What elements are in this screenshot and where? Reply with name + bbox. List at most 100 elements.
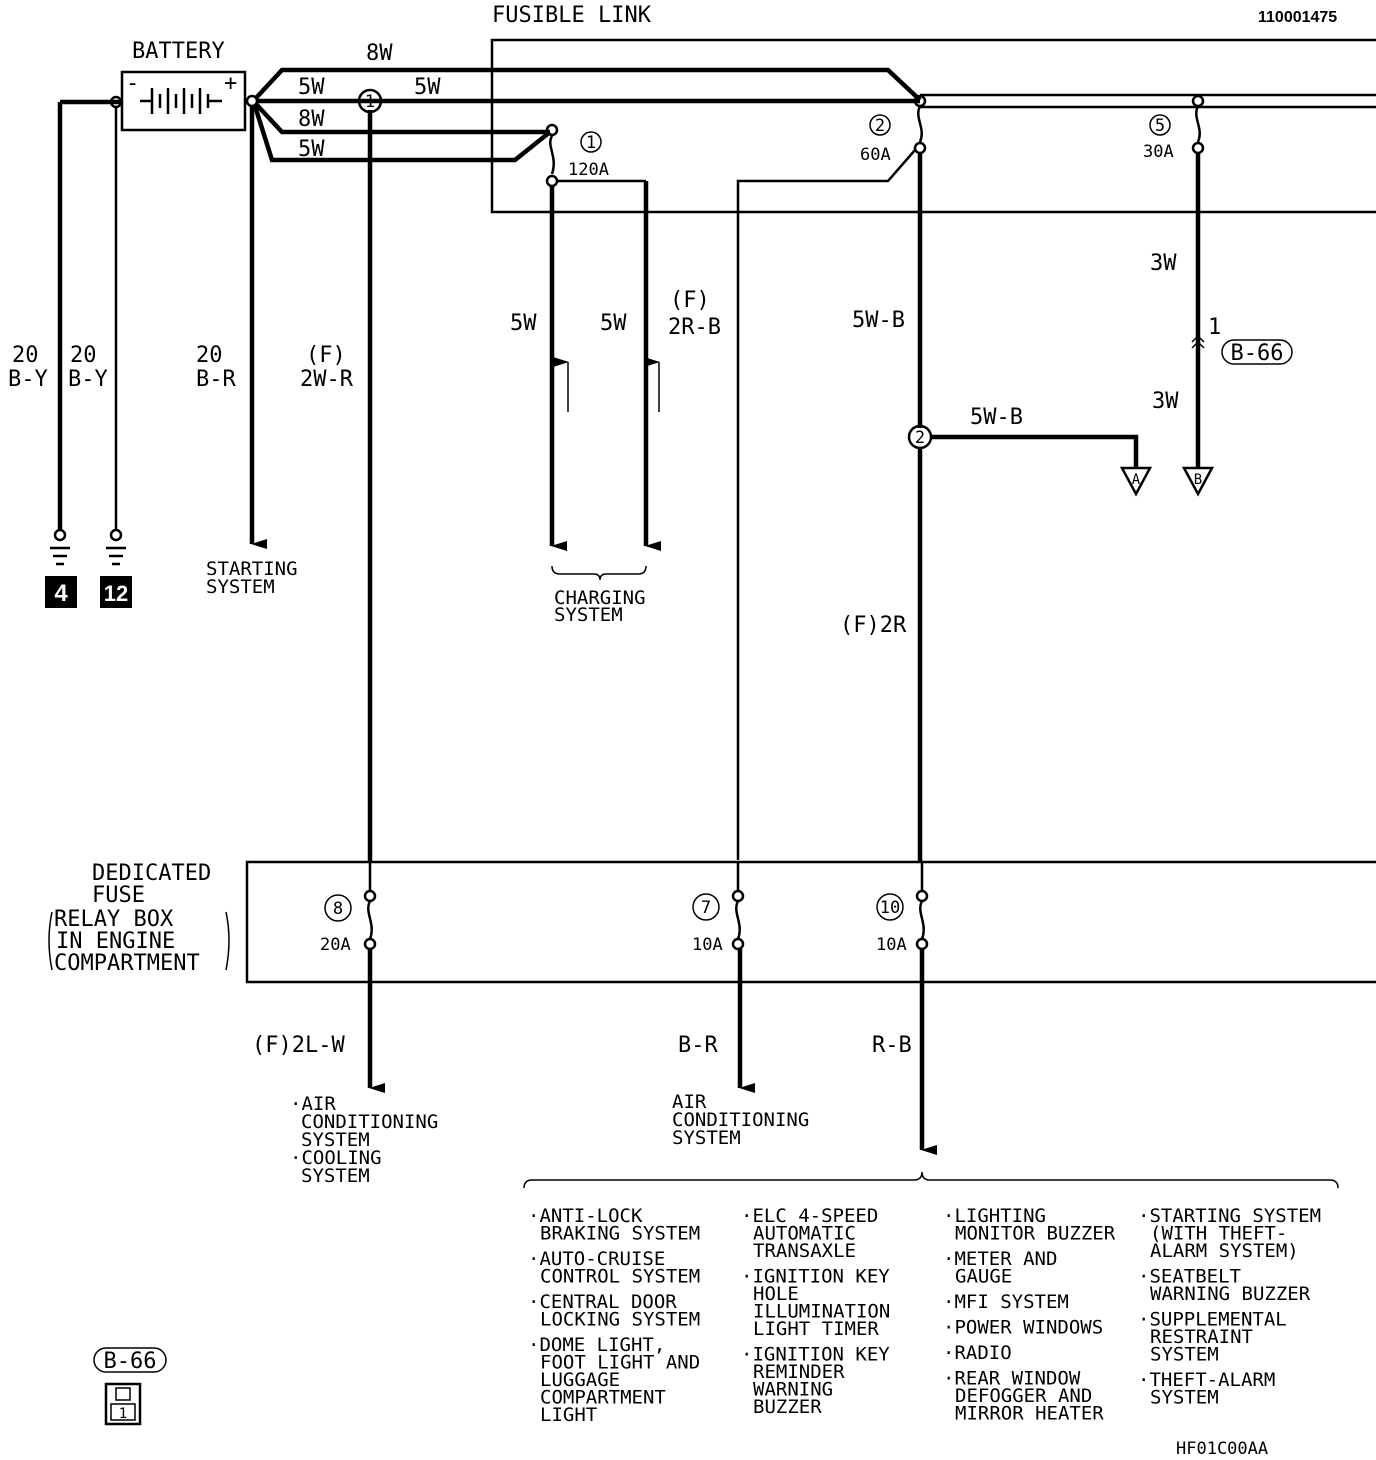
destination-item: REMINDER [753,1361,845,1383]
destination-item: GAUGE [955,1266,1012,1288]
wire-label: (F)2R [840,613,907,638]
svg-text:10: 10 [880,898,900,918]
wire-label: 5W [510,311,537,336]
destination-item: ·REAR WINDOW [943,1368,1081,1390]
destination-item: TRANSAXLE [753,1240,856,1262]
svg-text:SYSTEM: SYSTEM [672,1127,741,1149]
destination-item: WARNING BUZZER [1150,1283,1311,1305]
destination-fuse-8: ·AIR CONDITIONING SYSTEM ·COOLING SYSTEM [290,1093,438,1187]
destination-item: ·THEFT-ALARM [1138,1369,1275,1391]
wire-label: 2R-B [668,315,721,340]
fuse-rating: 120A [568,160,609,180]
wire-label: R-B [872,1033,912,1058]
destination-item: RESTRAINT [1150,1326,1253,1348]
destination-item: ·LIGHTING [943,1205,1046,1227]
destination-item: ·RADIO [943,1342,1012,1364]
destination-item: LOCKING SYSTEM [540,1309,700,1331]
wire-label: 2W-R [300,367,354,392]
wire-label-gnd1: B-Y [8,367,48,392]
reference-flag-b: B [1181,466,1215,497]
wire-label: 5W [298,137,325,162]
document-id: 110001475 [1258,9,1337,26]
destination-item: CONTROL SYSTEM [540,1266,700,1288]
wire-label: 5W [414,75,441,100]
junction-2: 2 [907,424,933,450]
destination-item: (WITH THEFT- [1150,1223,1287,1245]
svg-text:B: B [1194,472,1202,488]
destination-item: ·IGNITION KEY [741,1344,890,1366]
ground-symbol [50,546,70,566]
destination-item: ·MFI SYSTEM [943,1291,1069,1313]
battery-plus: + [224,71,237,96]
wire-branch-a [931,434,1139,468]
svg-text:·AIR: ·AIR [290,1093,336,1115]
destination-item: ·IGNITION KEY [741,1266,890,1288]
destination-item: LIGHT [540,1404,597,1426]
relay-box-label: FUSE [92,883,145,908]
destination-item: ·ELC 4-SPEED [741,1205,878,1227]
junction-1: 1 [357,88,383,114]
wire-label: 8W [298,107,325,132]
wire-label-gnd1: 20 [12,343,39,368]
wire-label: 5W-B [970,405,1023,430]
destination-item: LUGGAGE [540,1369,620,1391]
svg-text:8: 8 [333,899,343,919]
wire-5w-bot [252,105,552,163]
ground-symbol [106,546,126,566]
destination-brace [523,1171,1339,1189]
destination-item: HOLE [753,1283,799,1305]
svg-text:2: 2 [915,428,925,448]
relay-box-label: DEDICATED [92,861,211,886]
svg-text:7: 7 [701,898,711,918]
destination-item: WARNING [753,1379,833,1401]
fuse-number-badge: 10 [876,893,904,921]
wire-label-gnd2: B-Y [68,367,108,392]
destination-item: ·STARTING SYSTEM [1138,1205,1321,1227]
wire-8w-top [254,67,922,102]
svg-text:A: A [1132,472,1141,488]
svg-text:B-66: B-66 [104,1349,157,1374]
fusible-link-label: FUSIBLE LINK [492,3,652,28]
fuse-number-badge: 1 [580,131,602,153]
destination-item: ·CENTRAL DOOR [528,1291,677,1313]
fuse-number-badge: 5 [1149,114,1171,136]
relay-box-label: RELAY BOX [54,907,174,932]
destination-item: ·POWER WINDOWS [943,1317,1103,1339]
wire-label: 20 [196,343,223,368]
charging-brace [551,565,647,581]
wire-label-gnd2: 20 [70,343,97,368]
wire-label: B-R [196,367,236,392]
svg-text:B-66: B-66 [1231,341,1284,366]
destination-item: SYSTEM [1150,1387,1219,1409]
wire-label: 3W [1152,389,1179,414]
figure-id: HF01C00AA [1176,1439,1268,1459]
relay-box [245,860,1376,984]
starting-system-label: SYSTEM [206,576,275,598]
fuse-rating: 10A [692,935,723,955]
fuse-number-badge: 2 [869,114,891,136]
destination-item: ALARM SYSTEM) [1150,1240,1299,1262]
svg-text:1: 1 [365,92,375,112]
fusible-link-box [490,38,1376,214]
starting-system-label: STARTING [206,558,298,580]
wire-label: (F)2L-W [252,1033,345,1058]
destination-item: BUZZER [753,1396,822,1418]
destination-item: ·SUPPLEMENTAL [1138,1309,1287,1331]
connector-pin [1191,334,1205,349]
destination-item: ·METER AND [943,1248,1057,1270]
svg-text:SYSTEM: SYSTEM [301,1129,370,1151]
wire-label: 5W [298,75,325,100]
svg-text:CONDITIONING: CONDITIONING [301,1111,438,1133]
reference-flag-a: A [1119,466,1153,497]
destination-item: ·DOME LIGHT, [528,1334,665,1356]
destination-item: LIGHT TIMER [753,1318,879,1340]
svg-text:AIR: AIR [672,1091,707,1113]
battery-minus: - [126,71,139,96]
charging-system-label: CHARGING [554,587,646,609]
destination-item: ILLUMINATION [753,1301,890,1323]
destination-item: ·SEATBELT [1138,1266,1241,1288]
charging-system-label: SYSTEM [554,604,623,626]
destination-item: BRAKING SYSTEM [540,1223,700,1245]
